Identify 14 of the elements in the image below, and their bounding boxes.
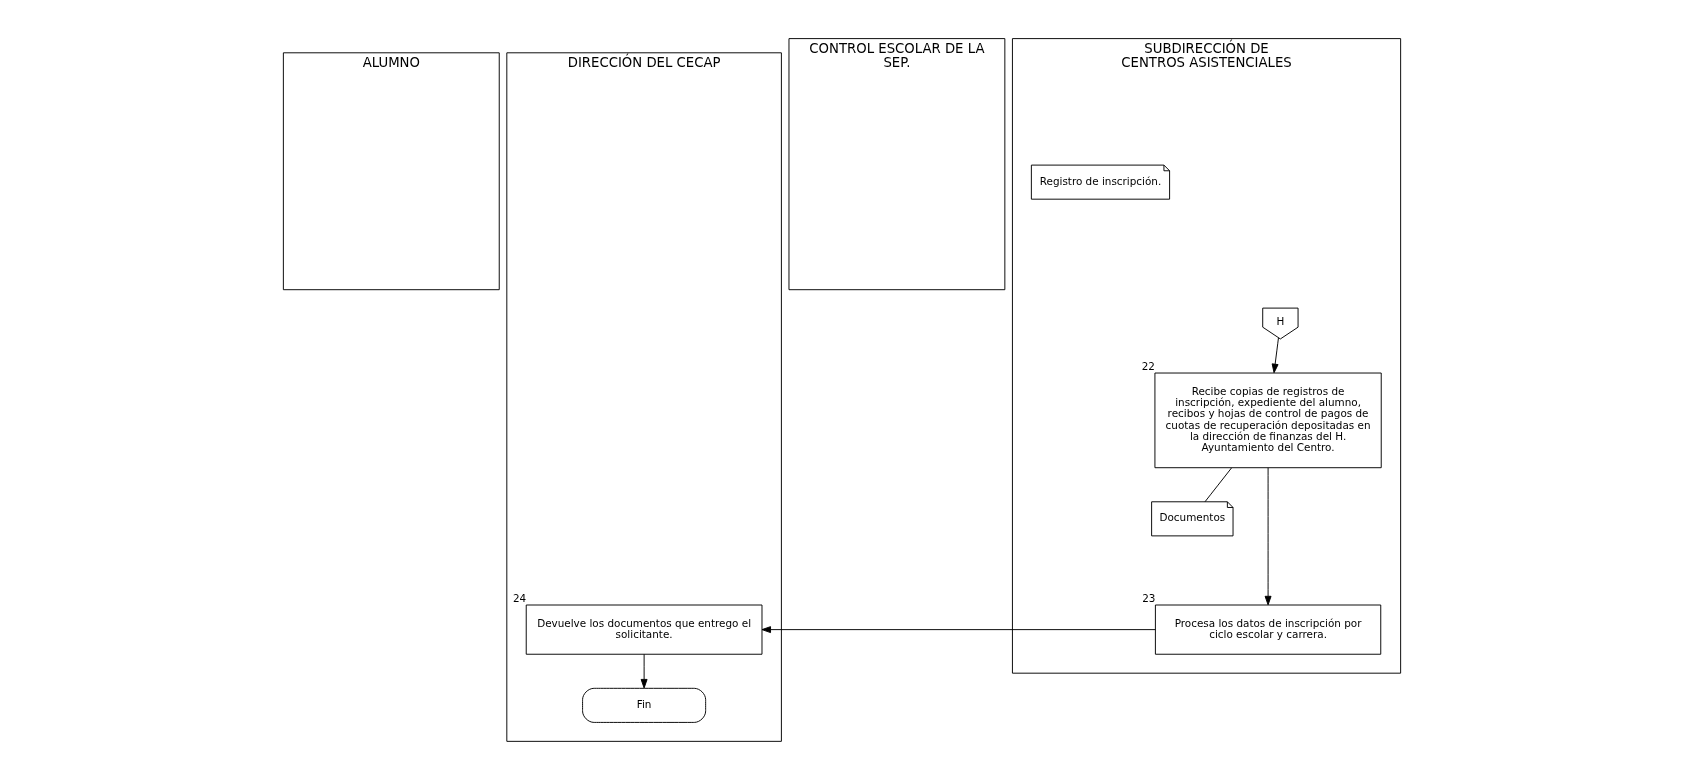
arrow [761, 626, 1156, 634]
node-box: Fin [581, 687, 706, 723]
arrow [1264, 467, 1272, 606]
node-box: ALUMNO [282, 52, 500, 291]
node-label: 23 [1141, 591, 1155, 604]
node-box: Recibe copias de registros de inscripción, expediente del alumno, recibos y hojas de control de pagos de cuotas de recuperación depositadas en la dirección de finanzas del H. Ayuntamiento del Centro. [1153, 372, 1382, 469]
node-label: 22 [1141, 359, 1155, 372]
arrow [1271, 337, 1279, 374]
arrow [640, 653, 648, 689]
connector [1204, 467, 1232, 503]
node-box: Procesa los datos de inscripción por ciclo escolar y carrera. [1154, 604, 1381, 655]
node-label: 24 [512, 591, 526, 604]
node-box: CONTROL ESCOLAR DE LA SEP. [788, 38, 1005, 291]
node-box: Devuelve los documentos que entrego el solicitante. [525, 604, 762, 655]
